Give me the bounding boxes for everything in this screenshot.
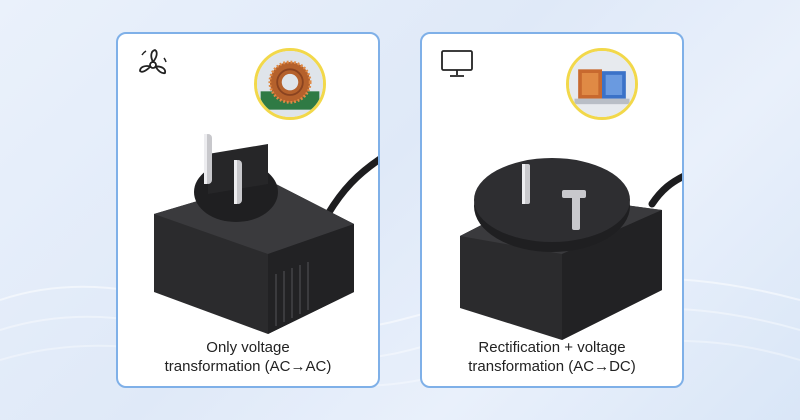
toroidal-coil-badge	[254, 48, 326, 120]
caption-line-2: transformation (AC→DC)	[468, 358, 636, 375]
caption-line-1: Rectification + voltage	[478, 339, 626, 356]
ac-dc-adapter-card: Rectification + voltage transformation (…	[420, 32, 684, 388]
caption-line-1: Only voltage	[206, 339, 290, 356]
transformer-module-badge	[566, 48, 638, 120]
card-caption: Rectification + voltage transformation (…	[422, 338, 682, 376]
caption-line-2: transformation (AC→AC)	[164, 358, 332, 375]
monitor-icon	[441, 50, 473, 77]
card-caption: Only voltage transformation (AC→AC)	[118, 338, 378, 376]
ac-transformer-card: Only voltage transformation (AC→AC)	[116, 32, 380, 388]
eu-plug-adapter-image	[154, 134, 378, 334]
fan-icon	[139, 49, 167, 75]
au-plug-adapter-image	[460, 158, 682, 340]
